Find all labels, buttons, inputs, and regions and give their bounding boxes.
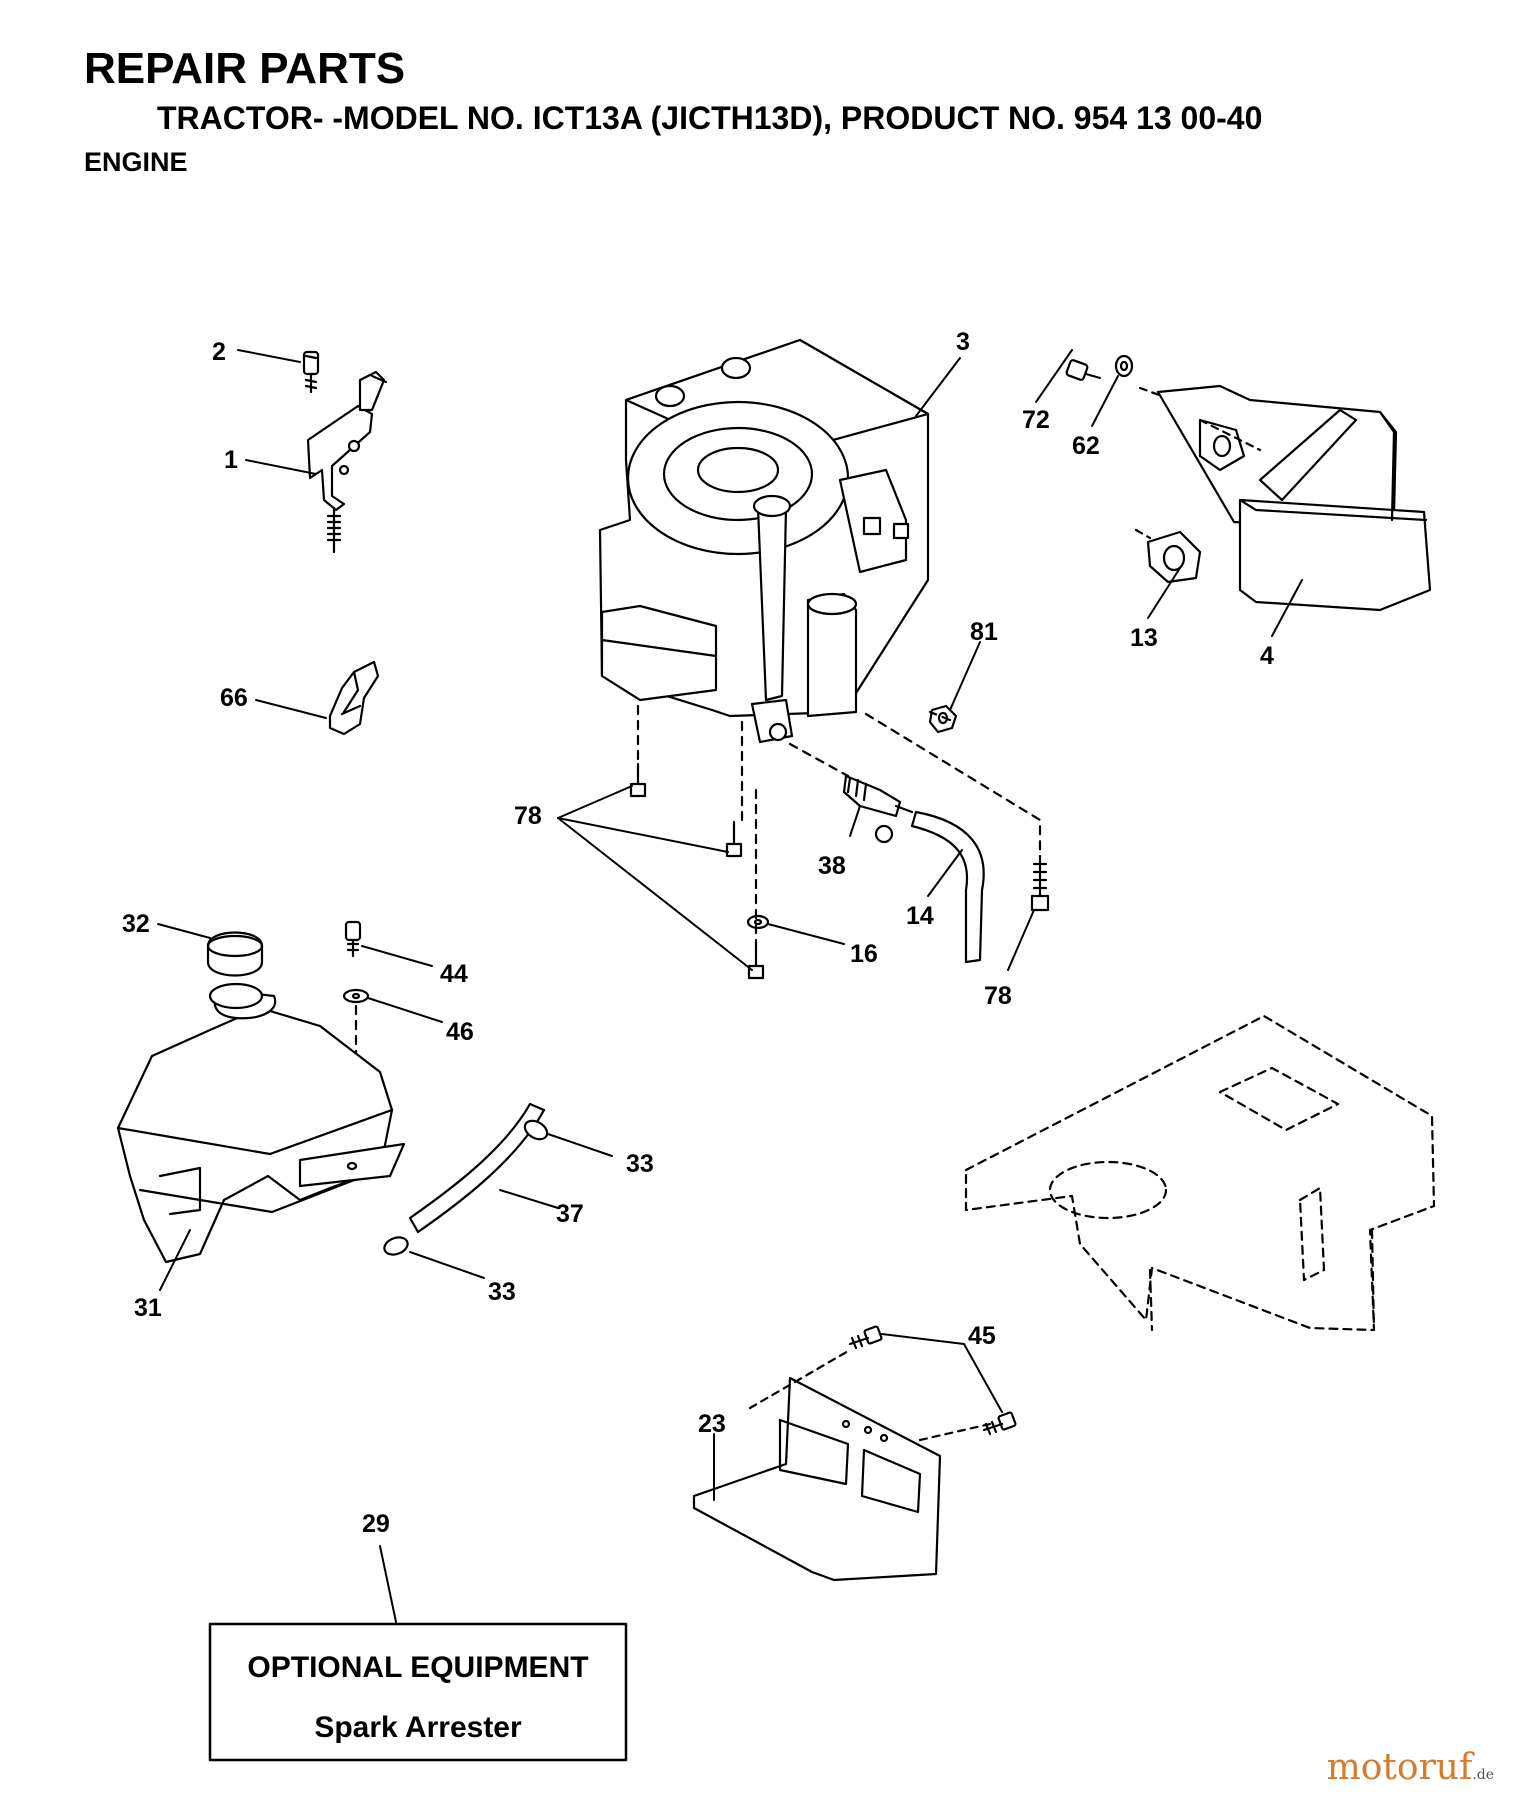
callout-33-upper: 33 bbox=[626, 1150, 654, 1178]
part-3-engine bbox=[598, 338, 930, 744]
callout-31: 31 bbox=[134, 1294, 162, 1322]
leader-lines bbox=[157, 349, 1303, 1623]
callout-44: 44 bbox=[440, 960, 468, 988]
callout-78-frame: 78 bbox=[984, 982, 1012, 1010]
callout-29: 29 bbox=[362, 1510, 390, 1538]
optional-equipment-item: Spark Arrester bbox=[314, 1711, 522, 1744]
callout-81: 81 bbox=[970, 618, 998, 646]
part-16-washer bbox=[746, 914, 770, 930]
optional-equipment-heading: OPTIONAL EQUIPMENT bbox=[247, 1651, 588, 1684]
watermark: motoruf.de bbox=[1327, 1747, 1494, 1788]
part-13-gasket bbox=[1134, 528, 1202, 584]
callout-33-lower: 33 bbox=[488, 1278, 516, 1306]
callout-4: 4 bbox=[1260, 642, 1274, 670]
part-46-washer bbox=[342, 988, 370, 1004]
callout-3: 3 bbox=[956, 328, 970, 356]
model-line: TRACTOR- -MODEL NO. ICT13A (JICTH13D), P… bbox=[157, 100, 1263, 136]
part-23-heat-shield bbox=[692, 1348, 992, 1582]
part-2-screw bbox=[302, 350, 320, 394]
watermark-brand: motoruf bbox=[1326, 1747, 1473, 1788]
callout-14: 14 bbox=[906, 902, 934, 930]
part-37-fuel-hose bbox=[408, 1102, 546, 1234]
section-title: ENGINE bbox=[84, 147, 188, 177]
optional-equipment-box bbox=[208, 1622, 628, 1762]
part-78-bolts bbox=[629, 762, 1050, 980]
callout-66: 66 bbox=[220, 684, 248, 712]
tractor-frame bbox=[964, 1014, 1436, 1332]
part-31-fuel-tank bbox=[116, 982, 406, 1264]
callout-32: 32 bbox=[122, 910, 150, 938]
callout-37: 37 bbox=[556, 1200, 584, 1228]
part-32-fuel-cap bbox=[206, 931, 264, 977]
part-44-screw bbox=[344, 920, 362, 958]
callout-72: 72 bbox=[1022, 406, 1050, 434]
callout-16: 16 bbox=[850, 940, 878, 968]
part-38-fuel-filter bbox=[842, 774, 914, 844]
callout-labels: 2 1 66 3 72 62 13 4 81 78 38 14 16 78 32… bbox=[122, 328, 1274, 1744]
watermark-suffix: .de bbox=[1472, 1767, 1494, 1783]
callout-45: 45 bbox=[968, 1322, 996, 1350]
callout-62: 62 bbox=[1072, 432, 1100, 460]
callout-2: 2 bbox=[212, 338, 226, 366]
callout-46: 46 bbox=[446, 1018, 474, 1046]
part-66-bracket bbox=[328, 660, 380, 736]
callout-78-engine: 78 bbox=[514, 802, 542, 830]
callout-23: 23 bbox=[698, 1410, 726, 1438]
part-14-fuel-line bbox=[910, 810, 985, 964]
callout-13: 13 bbox=[1130, 624, 1158, 652]
part-72-bolt bbox=[1065, 359, 1102, 381]
part-62-washer bbox=[1114, 354, 1134, 378]
part-1-throttle-control bbox=[306, 370, 388, 554]
page-title: REPAIR PARTS bbox=[84, 44, 406, 93]
part-45-bolts bbox=[848, 1325, 1017, 1436]
callout-1: 1 bbox=[224, 446, 238, 474]
part-4-muffler bbox=[1138, 384, 1432, 612]
part-33-clamps bbox=[383, 1119, 549, 1256]
callout-38: 38 bbox=[818, 852, 846, 880]
part-81-nut bbox=[928, 704, 958, 734]
